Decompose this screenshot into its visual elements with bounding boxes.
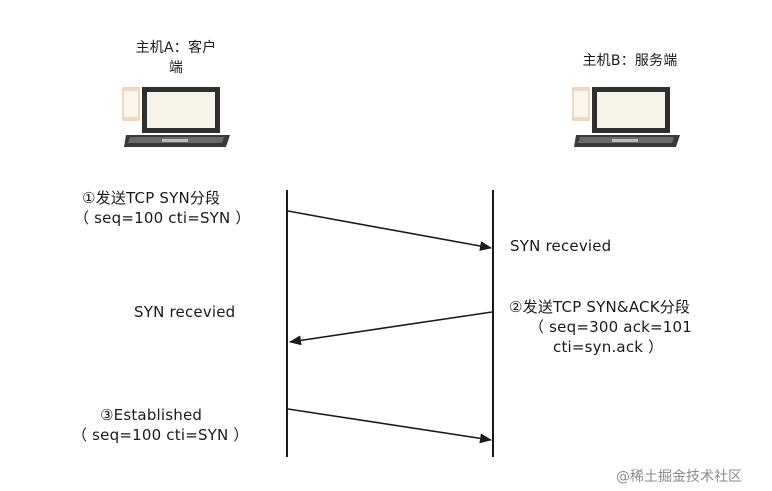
step1-line1: ①发送TCP SYN分段: [82, 189, 221, 207]
arrow-syn-ack: [289, 311, 493, 346]
host-b-title: 主机B：服务端: [560, 51, 700, 71]
step2-line2: （ seq=300 ack=101: [529, 318, 693, 336]
step2-line3: cti=syn.ack ）: [553, 338, 664, 356]
step2-line1: ②发送TCP SYN&ACK分段: [509, 298, 691, 316]
step1-receiver-label: SYN recevied: [510, 237, 612, 255]
step3-line1: ③Established: [100, 406, 203, 424]
laptop-b-icon: [572, 87, 680, 147]
host-a-title: 主机A：客户 端: [112, 38, 240, 78]
step1-label: ①发送TCP SYN分段 （ seq=100 cti=SYN ）: [74, 188, 251, 228]
arrow-ack: [287, 408, 492, 444]
arrow-syn: [287, 210, 492, 251]
step1-line2: （ seq=100 cti=SYN ）: [74, 209, 251, 227]
host-b-title-text: 主机B：服务端: [582, 53, 678, 69]
watermark: @稀土掘金技术社区: [616, 469, 742, 485]
step3-line2: （ seq=100 cti=SYN ）: [72, 426, 249, 444]
step2-receiver-label: SYN recevied: [134, 303, 236, 321]
step2-label: ②发送TCP SYN&ACK分段 （ seq=300 ack=101 cti=s…: [509, 297, 692, 357]
step3-label: ③Established （ seq=100 cti=SYN ）: [72, 405, 249, 445]
host-a-title-line1: 主机A：客户: [135, 40, 217, 56]
laptop-a-icon: [122, 87, 230, 147]
host-a-title-line2: 端: [168, 60, 184, 76]
